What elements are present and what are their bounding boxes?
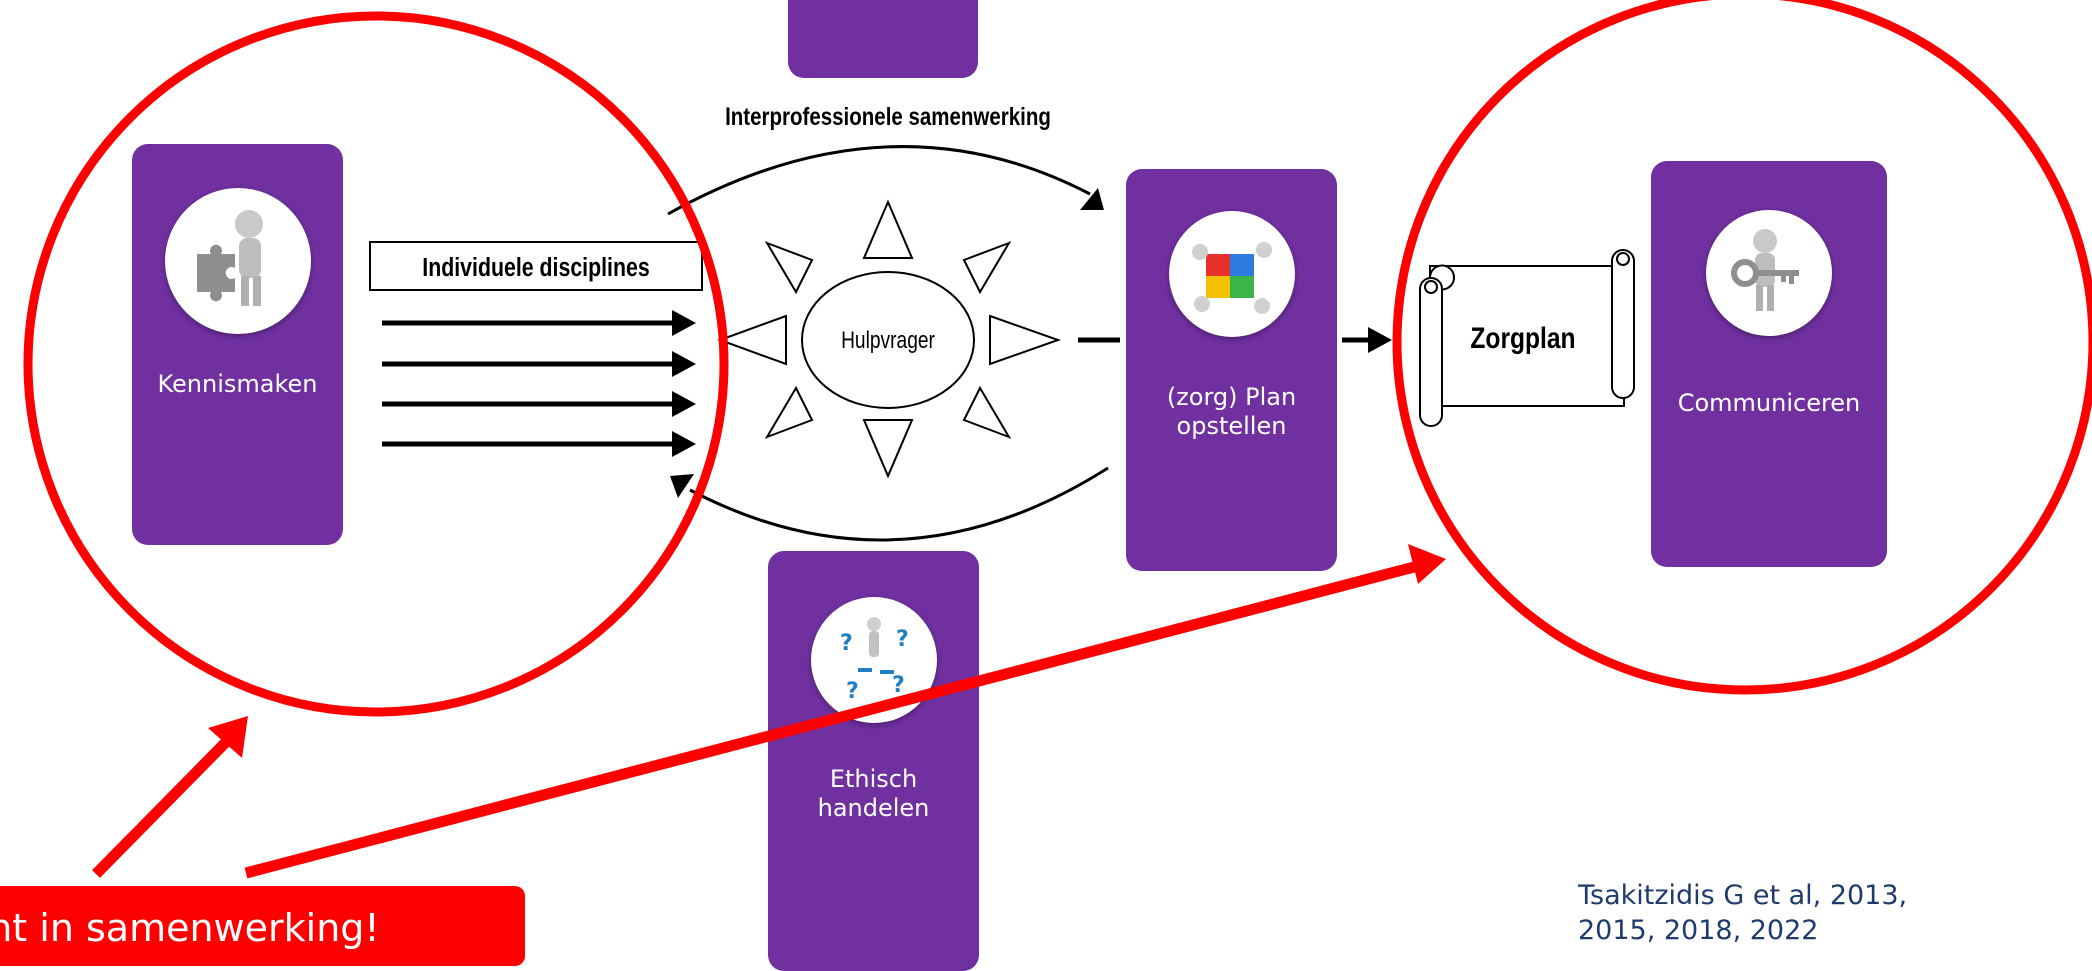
citation-line2: 2015, 2018, 2022: [1578, 915, 1819, 947]
card-label: Ethisch handelen: [768, 765, 979, 823]
card-label-line1: Ethisch: [829, 765, 918, 793]
card-label: Communiceren: [1677, 389, 1861, 417]
red-arrow-right-head: [1408, 544, 1446, 584]
puzzle-team-icon: [1168, 211, 1295, 337]
card-plan-opstellen: (zorg) Plan opstellen: [1126, 169, 1337, 571]
diagram-canvas: Interprofessionele samenwerking Individu…: [23, 0, 2092, 879]
discipline-arrowhead: [672, 310, 696, 336]
plan-to-zorgplan-arrowhead: [1368, 327, 1392, 353]
discipline-arrowhead: [672, 431, 696, 457]
sun-ray: [717, 314, 787, 366]
discipline-arrowhead: [672, 391, 696, 417]
svg-text:?: ?: [846, 679, 859, 704]
sun-ray: [989, 314, 1062, 366]
top-card-partial: [788, 0, 978, 78]
card-label: (zorg) Plan opstellen: [1126, 383, 1337, 441]
card-label: Kennismaken: [157, 370, 318, 398]
bottom-arc: [689, 466, 1109, 542]
care-plan-scroll: [1419, 249, 1635, 427]
card-communiceren: Communiceren: [1651, 161, 1887, 567]
care-plan-label: Zorgplan: [1470, 321, 1575, 355]
sun-ray: [862, 199, 914, 259]
top-arc-arrowhead: [1080, 188, 1104, 210]
citation: Tsakitzidis G et al, 2013, 2015, 2018, 2…: [1578, 878, 1907, 948]
svg-text:?: ?: [892, 673, 905, 698]
card-kennismaken: Kennismaken: [132, 144, 343, 545]
highlight-circle-right: [1392, 0, 2092, 695]
svg-text:?: ?: [840, 631, 853, 656]
red-arrow-left: [92, 736, 232, 878]
svg-text:?: ?: [896, 627, 909, 652]
top-arc: [667, 145, 1091, 216]
sun-ray: [764, 241, 814, 295]
callout-text: punt in samenwerking!: [0, 906, 380, 950]
discipline-arrowhead: [672, 351, 696, 377]
red-arrow-right: [244, 560, 1420, 879]
sun-ray: [862, 419, 914, 479]
key-person-icon: [1706, 210, 1832, 336]
individual-disciplines-box: [369, 241, 703, 291]
card-label-line2: opstellen: [1176, 411, 1287, 440]
puzzle-person-icon: [164, 188, 311, 334]
interprofessional-heading: Interprofessionele samenwerking: [725, 102, 1051, 130]
callout-banner: punt in samenwerking!: [0, 886, 525, 966]
highlight-circle-left: [23, 11, 729, 717]
card-label-line1: (zorg) Plan: [1166, 383, 1297, 411]
client-label: Hulpvrager: [841, 326, 935, 354]
client-ellipse: [801, 271, 975, 409]
card-label-line2: handelen: [817, 793, 930, 822]
citation-line1: Tsakitzidis G et al, 2013,: [1578, 880, 1908, 911]
bottom-arc-arrowhead: [670, 474, 694, 498]
individual-disciplines-label: Individuele disciplines: [422, 253, 649, 283]
sun-ray: [764, 385, 814, 439]
red-arrow-left-head: [208, 716, 248, 758]
sun-ray: [962, 385, 1012, 439]
sun-ray: [962, 241, 1012, 295]
